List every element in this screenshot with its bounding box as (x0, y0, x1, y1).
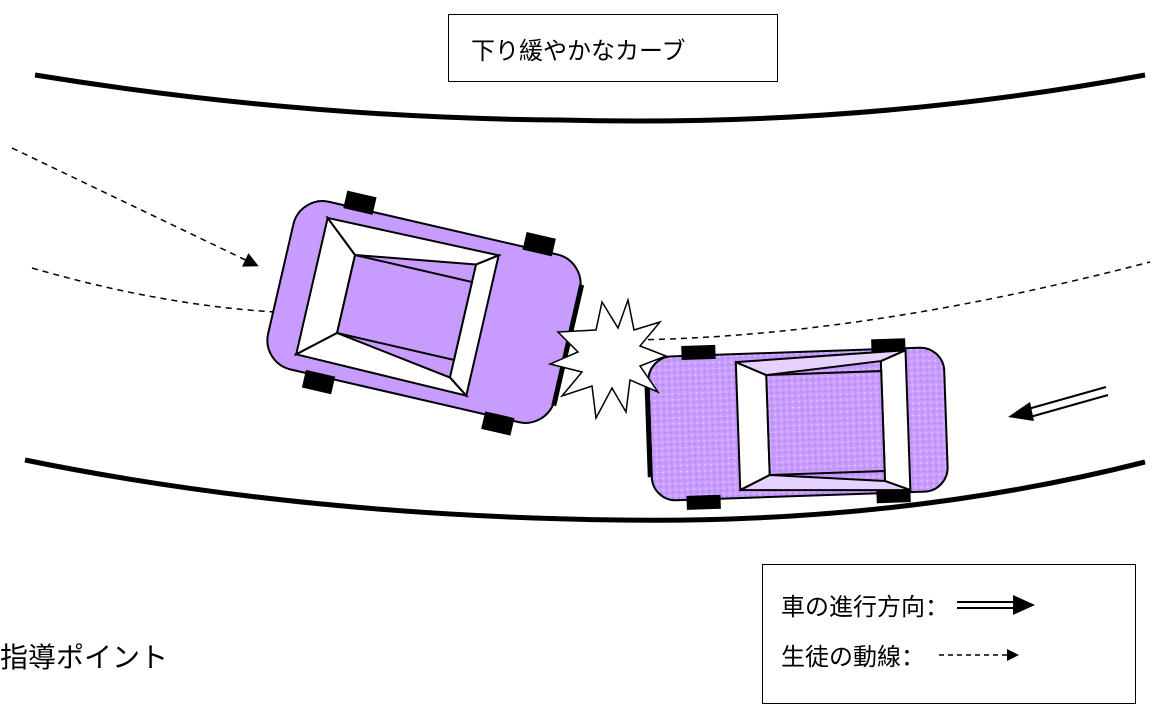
tire (522, 232, 556, 257)
legend-row-car-direction: 車の進行方向： (781, 587, 1037, 622)
car-left (266, 190, 585, 436)
legend-car-direction-label: 車の進行方向： (781, 593, 949, 621)
tire (871, 338, 906, 354)
car-window-side-top (325, 216, 503, 266)
double-arrow-icon (957, 594, 1035, 615)
tire (876, 488, 911, 504)
tire (343, 190, 377, 215)
car-right (644, 338, 949, 510)
car-window-front (734, 360, 771, 492)
accident-diagram (11, 72, 1151, 523)
road-label-box: 下り緩やかなカーブ (448, 14, 778, 82)
legend-row-student-path: 生徒の動線： (781, 637, 1023, 672)
road-label: 下り緩やかなカーブ (471, 36, 686, 65)
dashed-arrow-icon (939, 648, 1019, 661)
collision-burst-icon (547, 297, 669, 421)
center-line-left (31, 267, 276, 313)
road-edge-top (34, 72, 1146, 124)
legend-student-path-label: 生徒の動線： (781, 643, 925, 671)
tire (681, 344, 716, 361)
tire (481, 411, 515, 436)
car-direction-arrow (1008, 386, 1109, 421)
legend-box: 車の進行方向： 生徒の動線： (762, 564, 1136, 704)
tire (301, 369, 336, 395)
student-path-arrow (11, 147, 259, 267)
section-heading: 指導ポイント (0, 641, 169, 674)
road-edge-bottom (24, 457, 1146, 523)
tire (686, 494, 721, 510)
center-line-right (614, 261, 1151, 341)
car-window-side-bottom (293, 331, 470, 398)
